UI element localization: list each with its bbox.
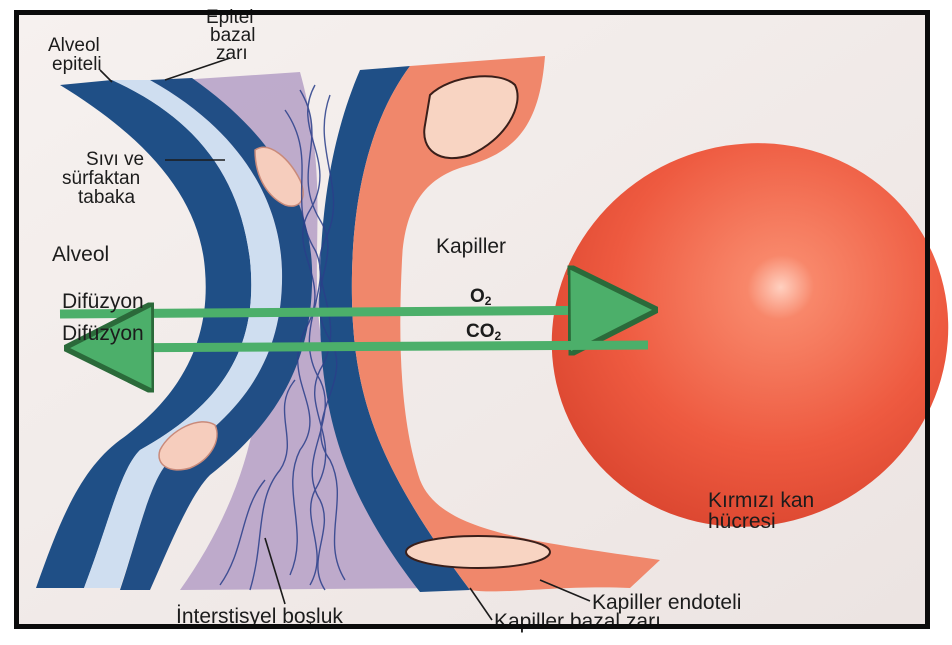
label-alveol-epiteli-line1: Alveol: [48, 36, 100, 56]
label-kapiller: Kapiller: [436, 236, 506, 258]
label-sivi-line2: sürfaktan: [62, 169, 140, 189]
o2-diffusion-arrow: [60, 310, 640, 314]
label-kapiller-bazal-zari: Kapiller bazal zarı: [494, 611, 661, 633]
label-difuzyon-o2: Difüzyon: [62, 291, 144, 313]
label-difuzyon-co2: Difüzyon: [62, 323, 144, 345]
co2-diffusion-arrow: [82, 345, 648, 348]
label-kirmizi-kan-line2: hücresi: [708, 511, 776, 533]
label-epitel-bazal-line3: zarı: [216, 44, 248, 64]
label-o2: O2: [470, 287, 491, 311]
label-interstisyel-bosluk: İnterstisyel boşluk: [176, 606, 343, 628]
label-sivi-line1: Sıvı ve: [86, 150, 144, 170]
label-kirmizi-kan-line1: Kırmızı kan: [708, 490, 814, 512]
endothelial-cell-lower: [406, 536, 550, 568]
label-alveol-epiteli-line2: epiteli: [52, 55, 102, 75]
label-alveol: Alveol: [52, 244, 109, 266]
label-sivi-line3: tabaka: [78, 188, 135, 208]
label-co2: CO2: [466, 322, 501, 346]
